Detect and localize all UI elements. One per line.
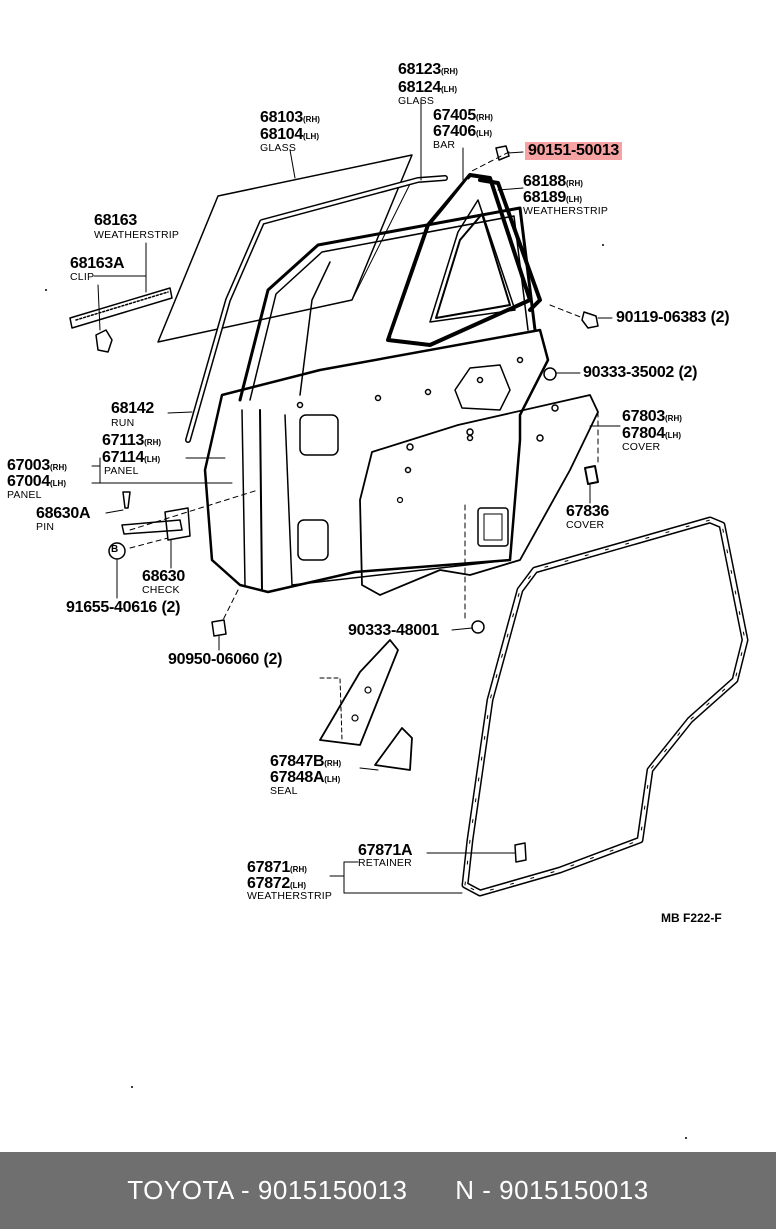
label-68123: 68123(RH) (398, 61, 458, 78)
grommet-shape (544, 368, 556, 380)
label-68189-desc: WEATHERSTRIP (523, 205, 609, 217)
b-marker-circle (109, 543, 125, 559)
label-67871A: 67871A (358, 842, 413, 859)
label-67871: 67871(RH) (247, 859, 307, 876)
door-panel-shape (205, 330, 548, 592)
label-67406: 67406(LH) (433, 123, 492, 140)
footer-bar: TOYOTA - 9015150013 N - 9015150013 (0, 1152, 776, 1229)
label-68188: 68188(RH) (523, 173, 583, 190)
highlighted-screw-shape (496, 146, 509, 160)
label-67836-desc: COVER (566, 519, 605, 531)
label-91655: 91655-40616 (2) (66, 599, 181, 616)
label-67848A: 67848A(LH) (270, 769, 341, 786)
label-68630: 68630 (142, 568, 185, 585)
seal-piece-shape (375, 728, 412, 770)
dashed-leaders (130, 152, 598, 622)
label-68163-desc: WEATHERSTRIP (94, 229, 180, 241)
label-68630A-desc: PIN (36, 521, 55, 533)
leader-lines (92, 100, 620, 893)
label-68163A: 68163A (70, 255, 125, 272)
label-90950: 90950-06060 (2) (168, 651, 283, 668)
label-90333-48001: 90333-48001 (348, 622, 440, 639)
label-68163: 68163 (94, 212, 137, 229)
pin-shape (123, 492, 130, 508)
label-68124-desc: GLASS (398, 95, 435, 107)
label-67114-desc: PANEL (104, 465, 139, 477)
label-67004-desc: PANEL (7, 489, 42, 501)
service-hole (455, 365, 510, 410)
label-67803: 67803(RH) (622, 408, 682, 425)
label-68103: 68103(RH) (260, 109, 320, 126)
outer-weatherstrip-shape (70, 288, 172, 328)
division-bar-shape (388, 175, 530, 345)
service-hole (298, 520, 328, 560)
bolt-shape (212, 620, 226, 636)
door-exploded-view (45, 0, 776, 1139)
label-68142-desc: RUN (111, 417, 135, 429)
parts-diagram: 68123(RH) 68124(LH) GLASS 67405(RH) 6740… (7, 0, 776, 1139)
label-90333-35002: 90333-35002 (2) (583, 364, 698, 381)
label-67003: 67003(RH) (7, 457, 67, 474)
footer-part-number: N - 9015150013 (455, 1175, 649, 1205)
label-67004: 67004(LH) (7, 473, 66, 490)
label-67872-desc: WEATHERSTRIP (247, 890, 333, 902)
label-67872: 67872(LH) (247, 875, 306, 892)
label-90119: 90119-06383 (2) (616, 309, 730, 326)
label-67405: 67405(RH) (433, 107, 493, 124)
label-67804: 67804(LH) (622, 425, 681, 442)
retainer-shape (515, 843, 526, 862)
pillar-seal-shape (320, 640, 398, 745)
label-68163A-desc: CLIP (70, 271, 95, 283)
footer-text: TOYOTA - 9015150013 N - 9015150013 (0, 1152, 776, 1229)
glass-weatherstrip-shape (480, 180, 540, 310)
grommet-shape (472, 621, 484, 633)
label-67836: 67836 (566, 503, 609, 520)
label-67406-desc: BAR (433, 139, 456, 151)
highlighted-part-number[interactable]: 90151-50013 (525, 142, 623, 160)
label-67847B: 67847B(RH) (270, 753, 342, 770)
label-67848A-desc: SEAL (270, 785, 298, 797)
label-67114: 67114(LH) (102, 449, 161, 466)
b-marker-label: B (111, 544, 119, 555)
label-67871A-desc: RETAINER (358, 857, 412, 869)
door-window-frame-shape (240, 208, 535, 400)
screw-shape (582, 312, 598, 328)
footer-oem-number: TOYOTA - 9015150013 (127, 1175, 408, 1205)
diagram-code: MB F222-F (661, 911, 722, 925)
label-68189: 68189(LH) (523, 189, 582, 206)
clip-shape (96, 330, 112, 352)
small-cover-shape (585, 466, 598, 484)
service-cover-shape (360, 395, 598, 595)
front-glass-shape (158, 155, 412, 342)
door-check-shape (122, 520, 182, 534)
service-hole (300, 415, 338, 455)
label-68104-desc: GLASS (260, 142, 297, 154)
label-67113: 67113(RH) (102, 432, 162, 449)
label-68630A: 68630A (36, 505, 91, 522)
label-67804-desc: COVER (622, 441, 661, 453)
label-68630-desc: CHECK (142, 584, 180, 596)
label-68124: 68124(LH) (398, 79, 457, 96)
label-68142: 68142 (111, 400, 154, 417)
label-68104: 68104(LH) (260, 126, 319, 143)
